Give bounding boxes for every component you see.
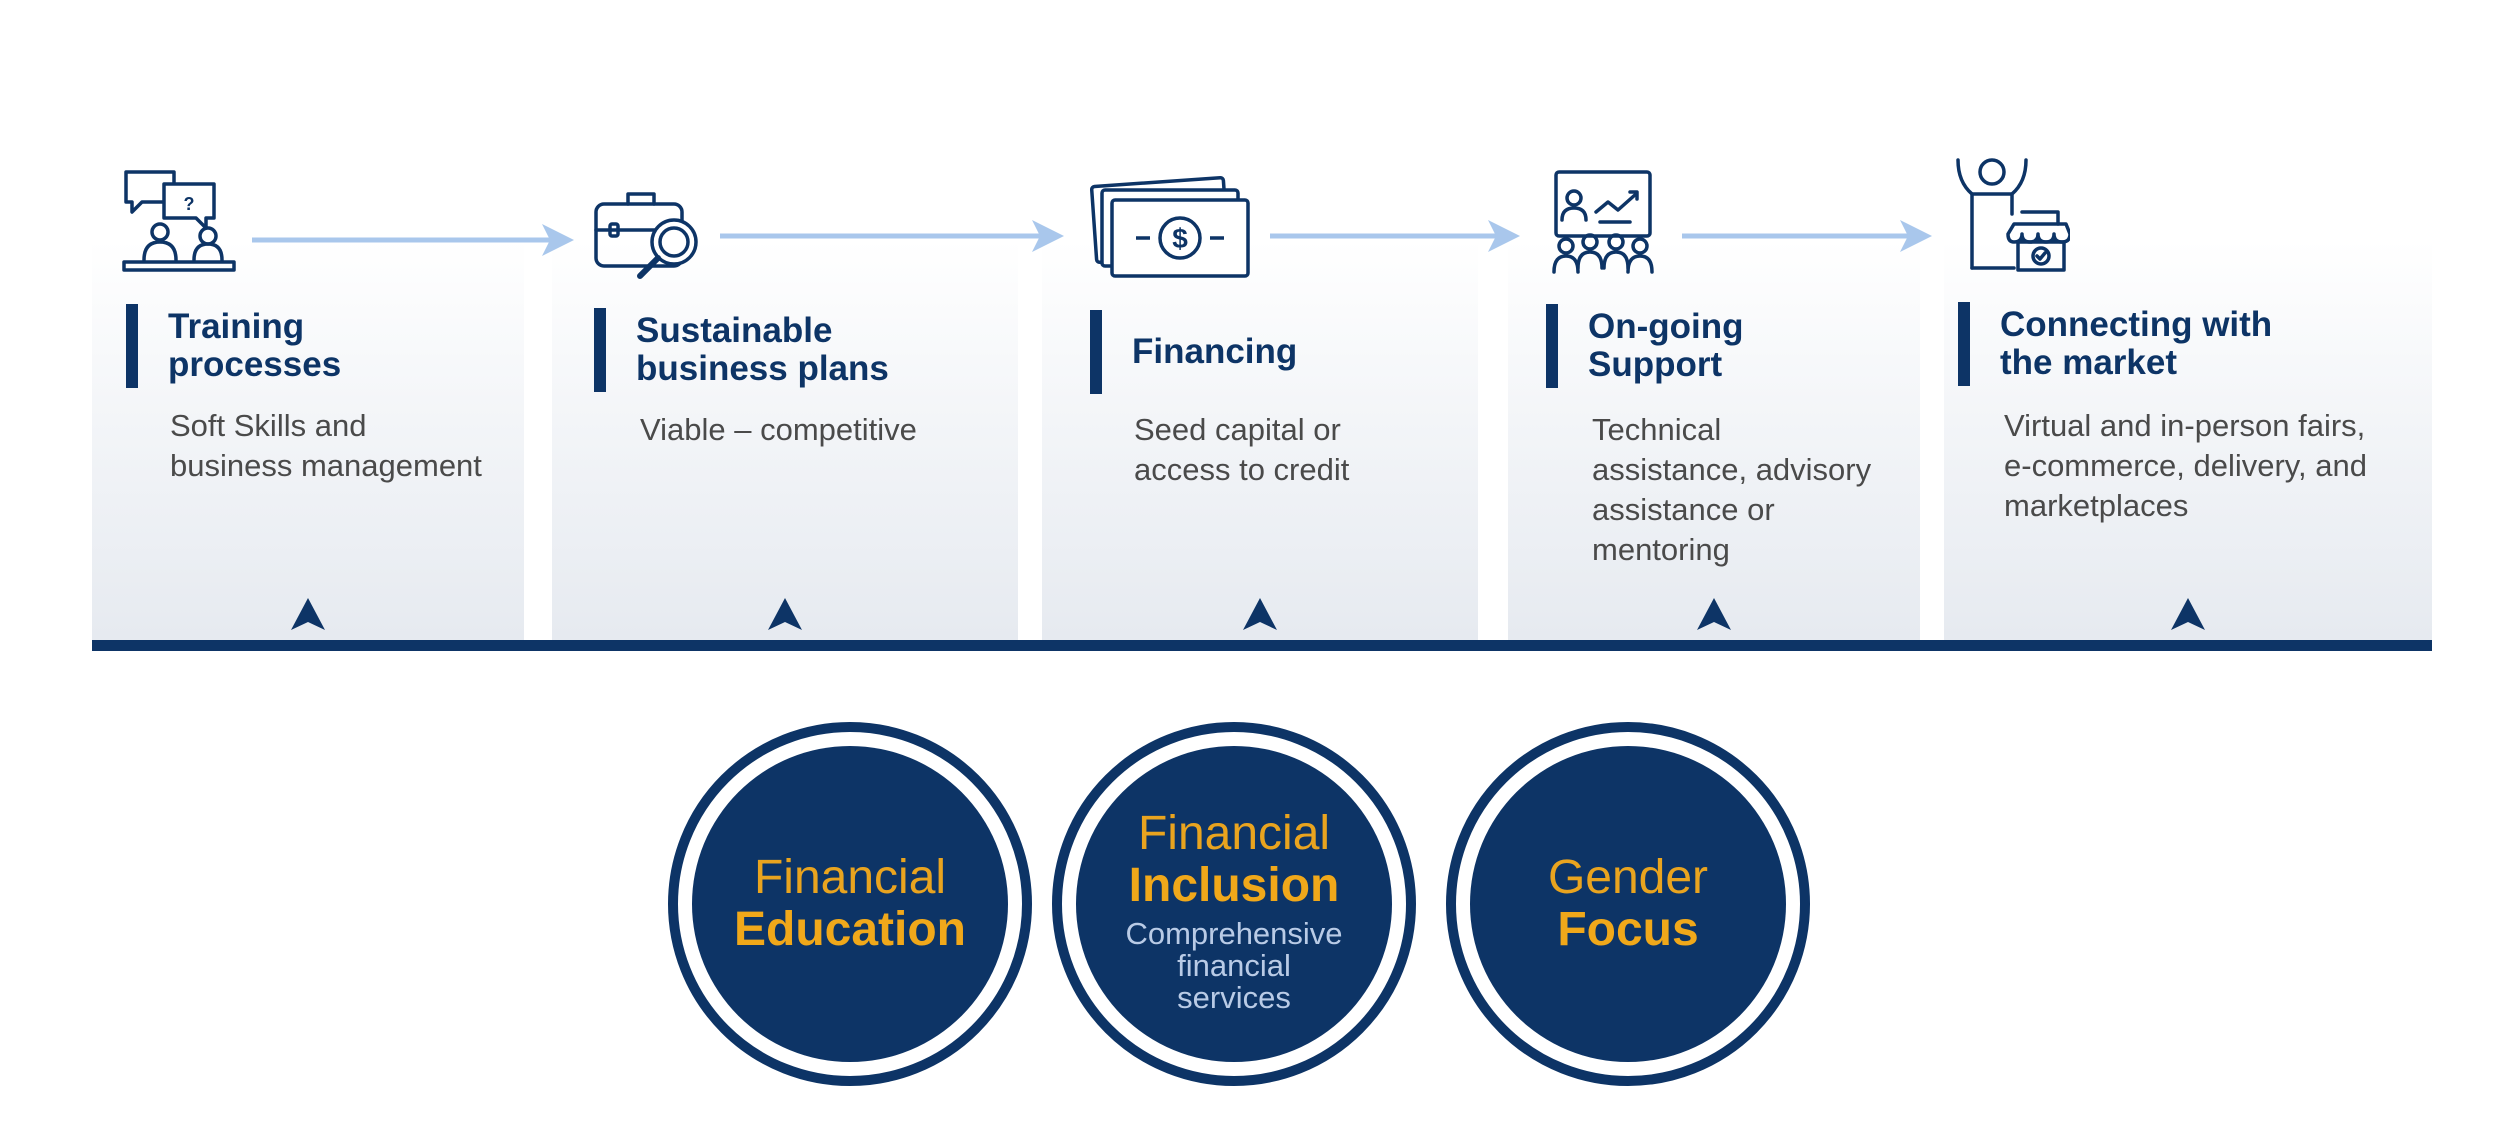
up-chevron-marker-icon [2171,598,2205,630]
step-title: Connecting with the market [2000,305,2273,382]
step-heading-business-plans: Sustainable business plans [594,308,889,392]
vendor-shop-icon [1952,154,2070,272]
pillar-light-text: Gender [1547,851,1709,904]
pillar-bold-text: Inclusion [1128,859,1340,912]
flow-arrow [720,216,1064,256]
up-chevron-marker-icon [291,598,325,630]
step-title: On-going Support [1588,307,1744,384]
step-description: Seed capital or access to credit [1134,412,1350,487]
pillar-gender-focus: Gender Focus [1446,722,1810,1086]
svg-text:$: $ [1172,223,1188,254]
pillar-disc: Financial Education [692,746,1008,1062]
pillar-bold-text: Focus [1557,903,1699,956]
pillar-disc: Financial Inclusion Comprehensive financ… [1076,746,1392,1062]
pillar-financial-education: Financial Education [668,722,1032,1086]
briefcase-magnifier-icon [592,184,704,284]
step-heading-financing: Financing [1090,310,1297,394]
pillar-disc: Gender Focus [1470,746,1786,1062]
step-panel-market [1944,240,2432,640]
step-title: Financing [1132,332,1298,371]
up-chevron-marker-icon [768,598,802,630]
presentation-group-icon [1546,168,1660,282]
step-panel-training [92,240,524,640]
flow-arrow [1270,216,1520,256]
step-panel-support [1508,240,1920,640]
timeline-baseline [92,640,2432,651]
pillar-bold-text: Education [733,903,966,956]
flow-arrow [252,220,574,260]
step-heading-support: On-going Support [1546,304,1744,388]
step-heading-training: Training processes [126,304,341,388]
step-description: Viable – competitive [640,412,917,447]
up-chevron-marker-icon [1697,598,1731,630]
step-title: Sustainable business plans [636,311,889,388]
flow-arrow [1682,216,1932,256]
up-chevron-marker-icon [1243,598,1277,630]
pillar-light-text: Financial [1137,807,1331,860]
pillar-financial-inclusion: Financial Inclusion Comprehensive financ… [1052,722,1416,1086]
step-panel-business-plans [552,240,1018,640]
step-description: Technical assistance, advisory assistanc… [1592,412,1872,567]
step-description: Virtual and in-person fairs, e-commerce,… [2004,408,2367,523]
training-meeting-icon: ? [122,166,236,276]
step-heading-market: Connecting with the market [1958,302,2272,386]
step-title: Training processes [168,307,342,384]
money-bills-icon: $ [1090,172,1250,278]
step-panel-financing [1042,240,1478,640]
step-description: Soft Skills and business management [170,408,482,483]
svg-text:?: ? [184,194,195,214]
pillar-subtext: Comprehensive financial services [1125,916,1343,1015]
pillar-light-text: Financial [753,851,947,904]
